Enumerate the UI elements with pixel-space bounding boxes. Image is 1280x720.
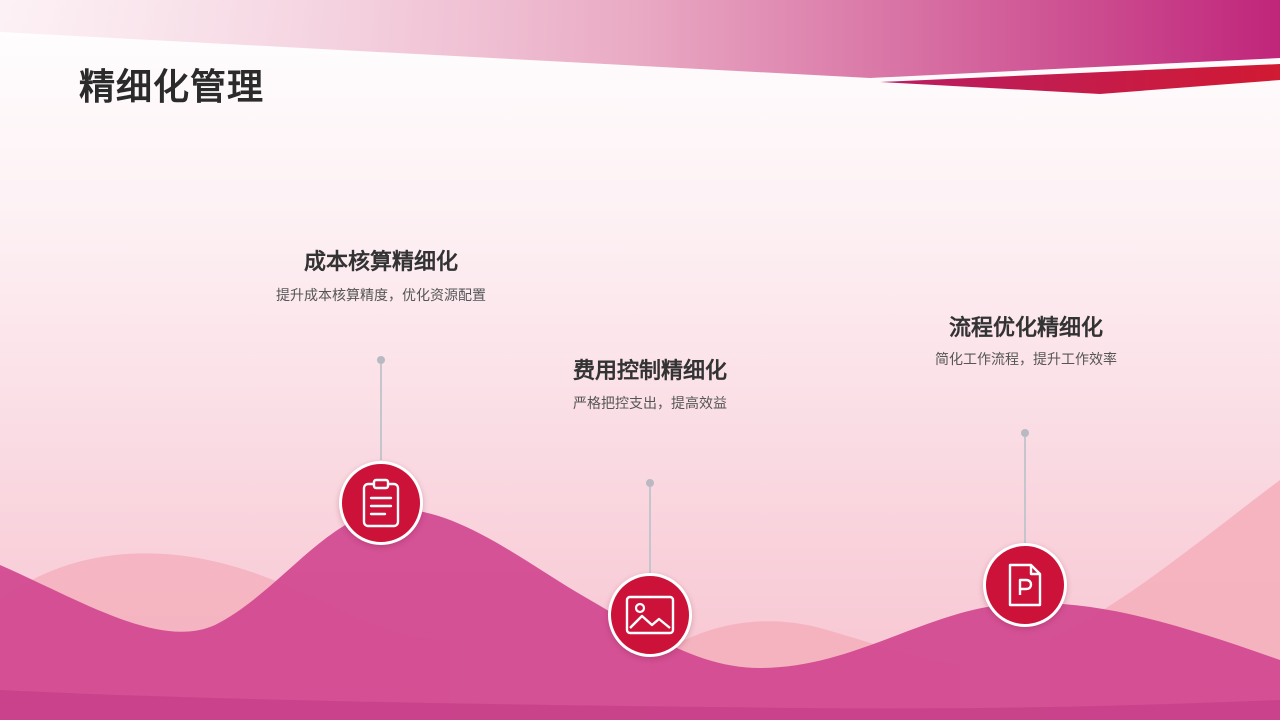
clipboard-icon (362, 478, 400, 528)
image-icon (625, 595, 675, 635)
connector-dot (646, 479, 654, 487)
icon-circle-process-optimization (983, 543, 1067, 627)
connector-line (1024, 437, 1026, 543)
connector-line (380, 364, 382, 460)
item-desc-expense-control: 严格把控支出，提高效益 (573, 396, 727, 412)
page-title: 精细化管理 (79, 67, 265, 108)
connector-line (649, 487, 651, 573)
item-title-cost-accounting: 成本核算精细化 (303, 250, 458, 275)
icon-circle-cost-accounting (339, 461, 423, 545)
item-desc-cost-accounting: 提升成本核算精度，优化资源配置 (276, 288, 486, 304)
icon-circle-expense-control (608, 573, 692, 657)
item-desc-process-optimization: 简化工作流程，提升工作效率 (935, 352, 1117, 368)
item-title-process-optimization: 流程优化精细化 (948, 316, 1103, 341)
ppt-file-icon (1008, 563, 1042, 607)
item-title-expense-control: 费用控制精细化 (572, 359, 727, 384)
connector-dot (377, 356, 385, 364)
connector-dot (1021, 429, 1029, 437)
top-banner-decoration (0, 0, 1280, 94)
